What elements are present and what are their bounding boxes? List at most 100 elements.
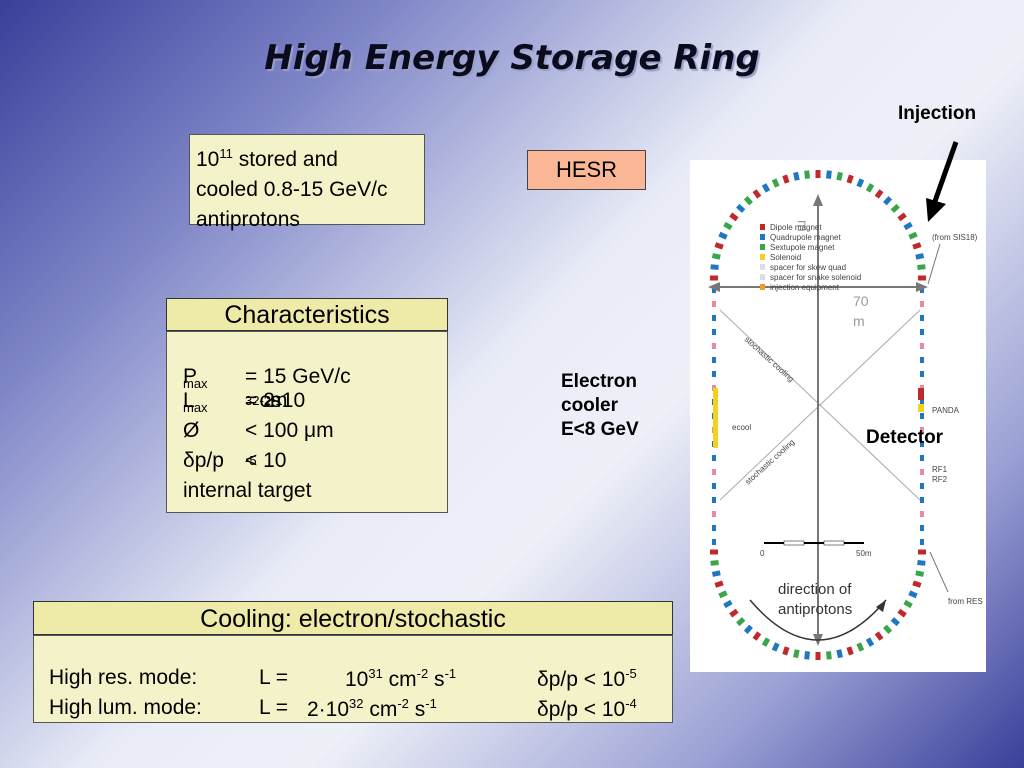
- dim-vertical-label: m: [795, 220, 811, 232]
- ring-magnet: [736, 203, 746, 213]
- ring-magnet: [729, 608, 739, 618]
- pmax-value: = 15 GeV/c: [245, 365, 351, 388]
- legend-entry: Quadrupole magnet: [770, 233, 841, 242]
- ring-magnet: [912, 580, 922, 588]
- pmax-sub: max: [183, 376, 208, 392]
- cooling-body: High res. mode: L = 1031 cm-2 s-1 δp/p <…: [33, 635, 673, 723]
- ring-magnet: [836, 649, 843, 659]
- vertical-arrow-top: [813, 194, 823, 206]
- ring-magnet: [920, 469, 924, 475]
- ring-magnet: [723, 221, 733, 231]
- injection-arrow-head: [926, 198, 946, 222]
- high-res-dpp: δp/p < 10: [537, 668, 626, 691]
- lmax-unit2: s: [271, 389, 282, 412]
- high-lum-unit: cm: [363, 698, 398, 721]
- ring-magnet: [712, 455, 716, 461]
- internal-target: internal target: [183, 479, 312, 502]
- ring-magnet: [752, 631, 762, 641]
- from-res-label: from RES: [948, 597, 983, 606]
- electron-cooler-line3: E<8 GeV: [561, 419, 639, 440]
- ring-magnet: [920, 497, 924, 503]
- ring-magnet: [804, 651, 811, 660]
- high-lum-eq: L =: [259, 696, 288, 719]
- ecool-label: ecool: [732, 423, 751, 432]
- high-res-eq: L =: [259, 666, 288, 689]
- ring-magnets: [710, 170, 926, 660]
- ring-magnet: [761, 183, 771, 193]
- ring-magnet: [890, 617, 900, 627]
- panda-label: PANDA: [932, 406, 960, 415]
- high-lum-dpp: δp/p < 10: [537, 698, 626, 721]
- res-line: [929, 551, 949, 593]
- ring-magnet: [915, 570, 925, 577]
- ring-magnet: [903, 221, 913, 231]
- electron-cooler-label: Electron cooler E<8 GeV: [561, 370, 639, 442]
- ring-magnet: [920, 301, 924, 307]
- ring-magnet: [712, 497, 716, 503]
- stochastic-line-2: [719, 309, 921, 501]
- ring-magnet: [804, 170, 811, 179]
- stored-count-exp: 11: [219, 146, 233, 161]
- legend-swatch: [760, 224, 765, 230]
- high-res-unit: cm: [382, 668, 417, 691]
- ring-magnet: [793, 171, 800, 181]
- legend-entry: spacer for snake solenoid: [770, 273, 861, 282]
- ring-magnet: [718, 590, 728, 599]
- ring-magnet: [815, 170, 821, 178]
- scale-segment-2: [823, 540, 845, 546]
- rf1-label: RF1: [932, 465, 948, 474]
- legend-entry: spacer for skew quad: [770, 263, 846, 272]
- ring-magnet: [712, 287, 716, 293]
- ring-magnet: [908, 231, 918, 240]
- lmax-unit2-exp: -1: [271, 393, 283, 408]
- ring-magnet: [793, 649, 800, 659]
- high-lum-dpp-exp: -4: [625, 696, 637, 711]
- ring-magnet: [920, 413, 924, 419]
- direction-arc: [749, 599, 887, 641]
- ring-magnet: [920, 357, 924, 363]
- electron-cooler-line2: cooler: [561, 395, 619, 416]
- diameter-symbol: Ø: [183, 419, 200, 442]
- ring-magnet: [917, 559, 926, 566]
- legend-entry: Dipole magnet: [770, 223, 822, 232]
- ring-magnet: [712, 301, 716, 307]
- diameter-value: < 100 μm: [245, 419, 334, 442]
- ring-magnet: [883, 624, 893, 634]
- legend-swatch: [760, 284, 765, 290]
- ring-magnet: [771, 642, 780, 652]
- scale-segment-1: [783, 540, 805, 546]
- ring-magnet: [710, 549, 718, 555]
- ring-magnet: [890, 203, 900, 213]
- ring-magnet: [743, 624, 753, 634]
- ring-magnet: [712, 483, 716, 489]
- cooling-header: Cooling: electron/stochastic: [33, 601, 673, 635]
- ring-magnet: [897, 608, 907, 618]
- ring-magnet: [920, 483, 924, 489]
- direction-line2: antiprotons: [778, 601, 852, 618]
- ring-magnet: [714, 242, 724, 250]
- ring-magnet: [712, 315, 716, 321]
- ring-magnet: [710, 559, 719, 566]
- hesr-ring-diagram: ecool stochastic cooling stochastic cool…: [690, 160, 986, 672]
- dpp-row: δp/p < 10-5: [183, 446, 433, 476]
- page-title: High Energy Storage Ring: [264, 38, 760, 78]
- ring-magnet: [712, 371, 716, 377]
- high-res-unit2: s: [428, 668, 445, 691]
- ring-magnet: [908, 590, 918, 599]
- stochastic-label-1: stochastic cooling: [743, 335, 796, 384]
- dim-m-label: m: [853, 313, 865, 329]
- ring-magnet: [920, 371, 924, 377]
- particle-type: antiprotons: [196, 208, 300, 231]
- electron-cooler-line1: Electron: [561, 371, 638, 392]
- lmax-unit: cm: [259, 389, 288, 412]
- ring-magnet: [920, 343, 924, 349]
- hesr-label: HESR: [527, 150, 646, 190]
- high-res-unit2-exp: -1: [444, 666, 457, 681]
- scale-zero: 0: [760, 549, 765, 558]
- stochastic-label-2: stochastic cooling: [743, 438, 796, 487]
- injection-arrow: [926, 141, 959, 222]
- legend-swatch: [760, 244, 765, 250]
- ring-magnet: [920, 399, 924, 405]
